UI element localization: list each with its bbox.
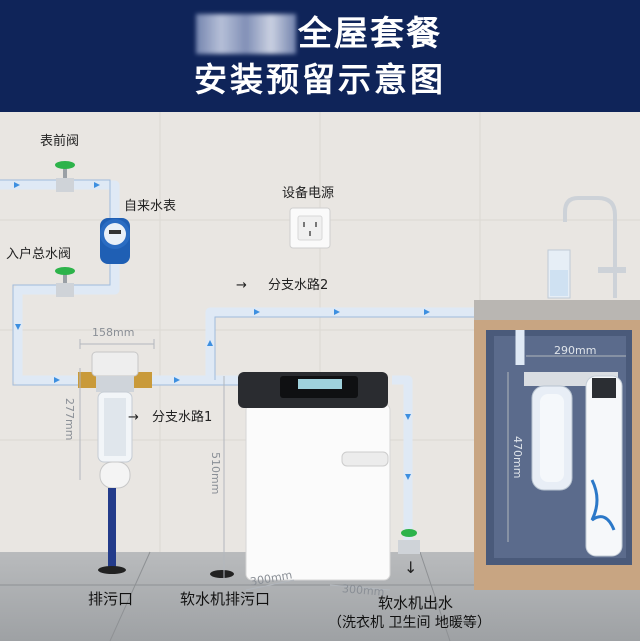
dim-prefilter-width: 158mm [92,326,135,339]
dimension-lines [79,339,626,591]
label-softener-outlet-uses: （洗衣机 卫生间 地暖等） [328,615,491,631]
dim-prefilter-height: 277mm [63,398,76,441]
softener-graphic [210,372,391,581]
title-line2: 安装预留示意图 [194,60,446,99]
main-valve [55,267,75,297]
blurred-brand-logo [196,14,296,54]
branch1-arrow: → [128,410,139,425]
power-outlet-graphic [289,207,331,249]
label-power-outlet: 设备电源 [282,186,335,201]
label-front-valve: 表前阀 [40,134,80,149]
branch2-arrow: → [236,278,247,293]
label-branch1: 分支水路1 [152,410,213,425]
label-softener-drain: 软水机排污口 [180,590,271,608]
pre-filter-graphic [78,351,152,574]
water-glass [547,249,571,299]
dim-softener-height: 510mm [209,452,222,495]
label-branch2: 分支水路2 [268,278,329,293]
front-valve [55,161,75,192]
label-softener-outlet: 软水机出水 [378,594,454,612]
title-line1: 全屋套餐 [298,14,442,54]
outlet-valve [398,529,420,554]
water-meter [100,218,130,264]
header-banner: 全屋套餐 安装预留示意图 [0,0,640,112]
outlet-down-arrow: ↓ [404,558,418,577]
faucet-graphic [563,196,626,298]
label-drain: 排污口 [88,590,134,608]
dim-purifier-height: 470mm [511,436,524,479]
label-main-valve: 入户总水阀 [6,247,72,262]
dim-purifier-width: 290mm [554,344,597,357]
purifier-graphic [524,372,623,557]
label-water-meter: 自来水表 [124,199,177,214]
